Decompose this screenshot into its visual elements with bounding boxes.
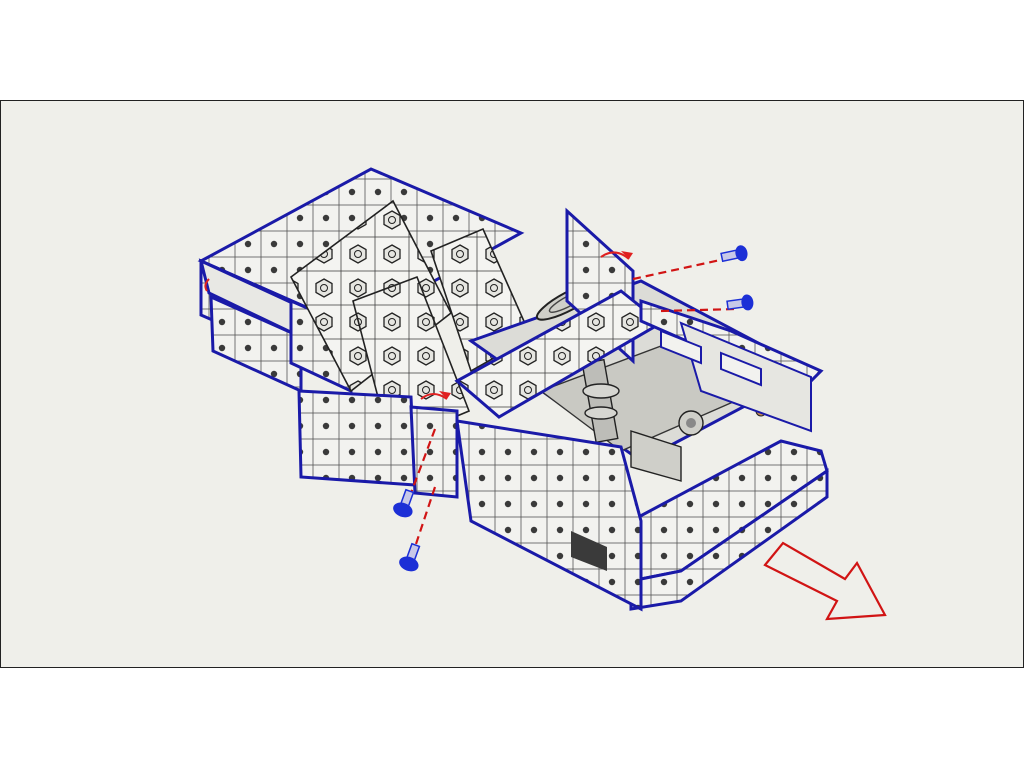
screw-icon [726, 294, 754, 311]
screw-side-1 [393, 488, 415, 518]
direction-arrow [763, 541, 887, 621]
screw-icon [720, 245, 748, 263]
rotate-arrow-icon [204, 278, 210, 292]
chassis-front-side [455, 419, 643, 612]
front-bumper [629, 439, 829, 611]
instruction-slide [0, 100, 1024, 668]
hollow-arrow-icon [763, 541, 887, 621]
assembly-illustration [197, 167, 887, 621]
rotation-arrows [204, 251, 633, 400]
guide-lines [409, 257, 738, 548]
screw-top-2 [726, 294, 754, 311]
detached-side-panel [297, 389, 459, 499]
screw-icon [393, 488, 415, 518]
screw-side-2 [399, 542, 421, 572]
rotate-arrow-icon [600, 251, 630, 260]
screw-icon [399, 542, 421, 572]
rotate-arrow-icon [420, 393, 448, 400]
screw-top-1 [720, 245, 748, 263]
front-right-frame [639, 298, 824, 433]
